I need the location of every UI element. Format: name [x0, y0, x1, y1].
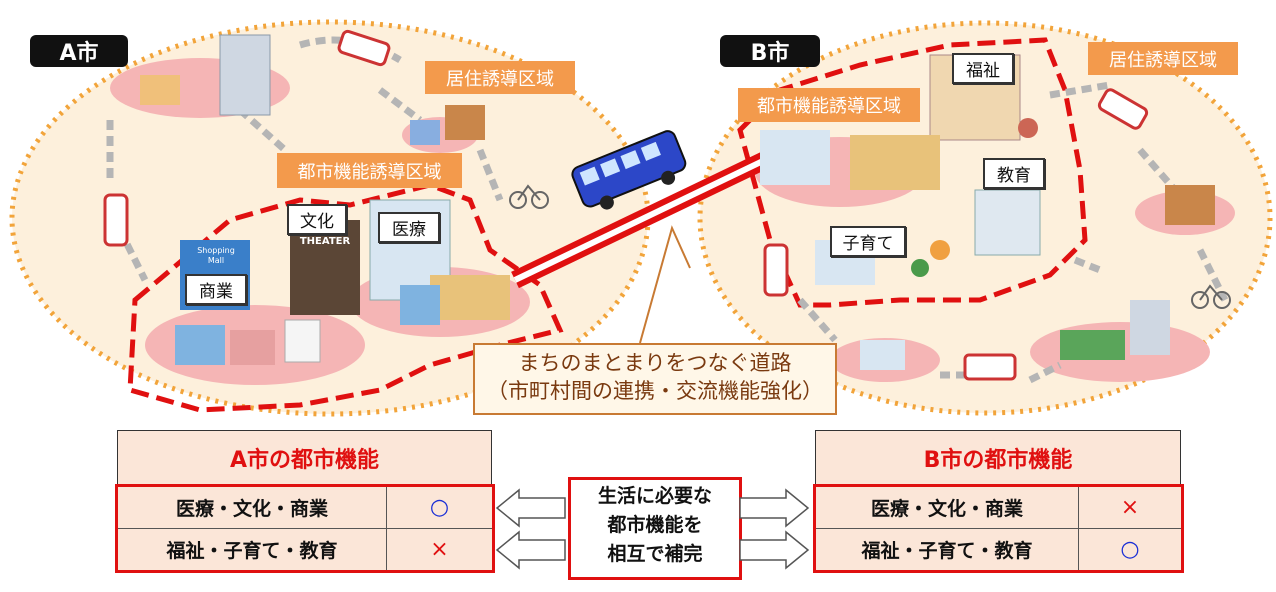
city-a-function-table: A市の都市機能 — [117, 430, 492, 486]
city-a-urban-zone-label: 都市機能誘導区域 — [277, 153, 462, 188]
bus-icon — [763, 243, 789, 297]
facility-label-commerce: 商業 — [185, 274, 247, 305]
bus-icon — [1097, 88, 1149, 130]
table-b-title: B市の都市機能 — [815, 430, 1181, 486]
center-line2: 都市機能を — [607, 514, 703, 536]
road-callout-line1: まちのまとまりをつなぐ道路 — [518, 351, 792, 375]
facility-label-education: 教育 — [983, 158, 1045, 189]
city-b-function-table: B市の都市機能 — [815, 430, 1181, 486]
table-b-row2-mark: ○ — [1120, 537, 1140, 562]
city-b-label: B市 — [720, 35, 820, 67]
mall-sign: Shopping Mall — [197, 246, 235, 265]
facility-label-medical: 医療 — [378, 212, 440, 243]
table-b-row2-label: 福祉・子育て・教育 — [816, 529, 1079, 570]
table-a-row1-mark: ○ — [429, 495, 450, 520]
theater-sign: THEATER — [299, 236, 351, 247]
road-callout: まちのまとまりをつなぐ道路 （市町村間の連携・交流機能強化） — [473, 343, 837, 415]
bicycle-icon — [509, 184, 1231, 309]
table-a-row2-label: 福祉・子育て・教育 — [118, 529, 387, 570]
bus-icon — [103, 193, 129, 247]
train-icon — [963, 353, 1017, 381]
bus-icon — [337, 29, 391, 67]
arrows-left — [495, 488, 566, 570]
road-callout-line2: （市町村間の連携・交流機能強化） — [487, 379, 823, 403]
bus-icon — [571, 130, 687, 210]
facility-label-welfare: 福祉 — [952, 53, 1014, 84]
table-row: 福祉・子育て・教育 × — [118, 529, 492, 570]
table-b-row1-label: 医療・文化・商業 — [816, 487, 1079, 528]
mutual-complement-box: 生活に必要な 都市機能を 相互で補完 — [568, 477, 742, 580]
facility-label-culture: 文化 — [287, 204, 347, 235]
center-line3: 相互で補完 — [607, 543, 703, 565]
city-a-residential-zone-label: 居住誘導区域 — [425, 61, 575, 94]
right-arrow-icon — [739, 530, 810, 570]
arrows-right — [739, 488, 810, 570]
center-line1: 生活に必要な — [597, 485, 712, 507]
city-b-urban-zone-label: 都市機能誘導区域 — [738, 88, 920, 122]
city-a-urban-zone-boundary — [127, 182, 564, 413]
callout-pointer — [639, 225, 691, 344]
left-arrow-icon — [495, 488, 566, 528]
table-row: 福祉・子育て・教育 ○ — [816, 529, 1181, 570]
table-b-row1-mark: × — [1120, 495, 1140, 520]
right-arrow-icon — [739, 488, 810, 528]
table-row: 医療・文化・商業 × — [816, 487, 1181, 529]
city-a-label: A市 — [30, 35, 128, 67]
facility-label-childcare: 子育て — [830, 226, 906, 257]
table-a-row1-label: 医療・文化・商業 — [118, 487, 387, 528]
city-b-residential-zone-label: 居住誘導区域 — [1088, 42, 1238, 75]
table-b-rows: 医療・文化・商業 × 福祉・子育て・教育 ○ — [813, 484, 1184, 573]
table-a-title: A市の都市機能 — [117, 430, 492, 486]
table-row: 医療・文化・商業 ○ — [118, 487, 492, 529]
connecting-road-centerline — [513, 157, 767, 283]
left-arrow-icon — [495, 530, 566, 570]
table-a-row2-mark: × — [430, 537, 449, 562]
table-a-rows: 医療・文化・商業 ○ 福祉・子育て・教育 × — [115, 484, 495, 573]
